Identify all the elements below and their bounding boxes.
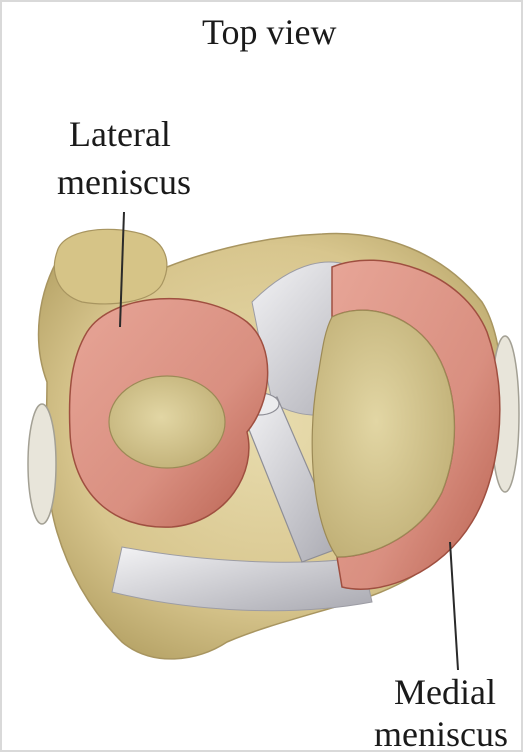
medial-meniscus xyxy=(312,260,500,589)
lateral-meniscus-label-line2: meniscus xyxy=(57,164,191,200)
medial-leader-line xyxy=(450,542,458,670)
figure-title: Top view xyxy=(202,14,336,50)
lateral-meniscus-label-line1: Lateral xyxy=(69,116,171,152)
medial-meniscus-label-line1: Medial xyxy=(394,674,496,710)
medial-meniscus-label-line2: meniscus xyxy=(374,716,508,752)
